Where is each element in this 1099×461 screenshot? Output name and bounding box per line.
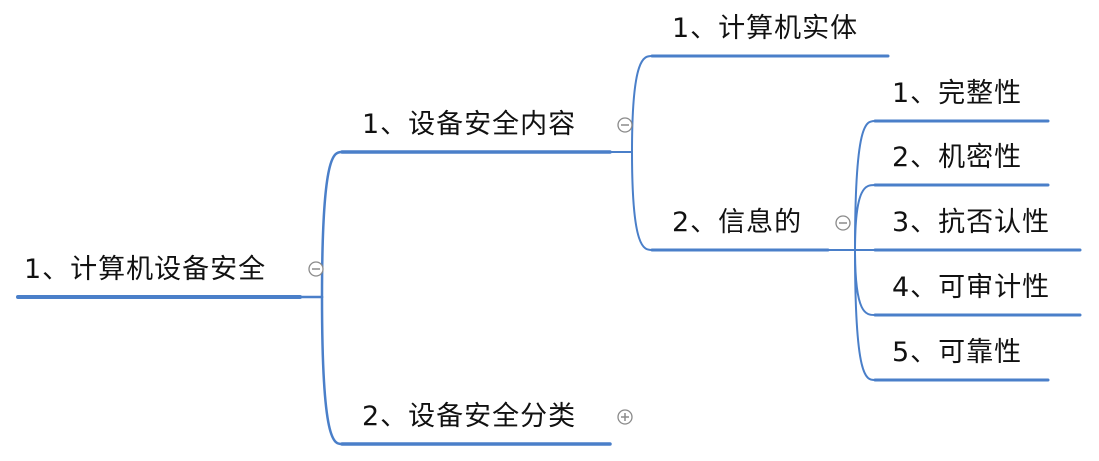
connector-root-branch-2 <box>320 295 344 446</box>
leaf-4-label[interactable]: 4、可审计性 <box>892 272 1051 303</box>
collapse-icon <box>617 117 633 133</box>
branch-1-collapse-toggle[interactable] <box>616 116 634 134</box>
leaf-2-label[interactable]: 2、机密性 <box>892 142 1023 173</box>
leaf-5-label[interactable]: 5、可靠性 <box>892 337 1023 368</box>
root-topic-label[interactable]: 1、计算机设备安全 <box>24 254 267 285</box>
connector-leaf-4 <box>854 249 876 316</box>
connector-branch-1-1 <box>631 55 653 153</box>
collapse-icon <box>835 215 851 231</box>
connector-leaf-5 <box>854 249 876 381</box>
root-collapse-toggle[interactable] <box>307 260 325 278</box>
connector-branch-1-2 <box>631 151 653 251</box>
branch-1-2-label[interactable]: 2、信息的 <box>672 207 803 238</box>
connector-leaf-1 <box>854 120 876 251</box>
leaf-3-label[interactable]: 3、抗否认性 <box>892 207 1051 238</box>
branch-2-expand-toggle[interactable] <box>616 408 634 426</box>
collapse-icon <box>308 261 324 277</box>
expand-icon <box>617 409 633 425</box>
branch-1-2-collapse-toggle[interactable] <box>834 214 852 232</box>
branch-2-label[interactable]: 2、设备安全分类 <box>362 401 577 432</box>
branch-1-label[interactable]: 1、设备安全内容 <box>362 109 577 140</box>
leaf-1-label[interactable]: 1、完整性 <box>892 78 1023 109</box>
branch-1-1-label[interactable]: 1、计算机实体 <box>672 13 859 44</box>
connector-leaf-2 <box>854 184 876 251</box>
connector-root-branch-1 <box>320 150 344 299</box>
